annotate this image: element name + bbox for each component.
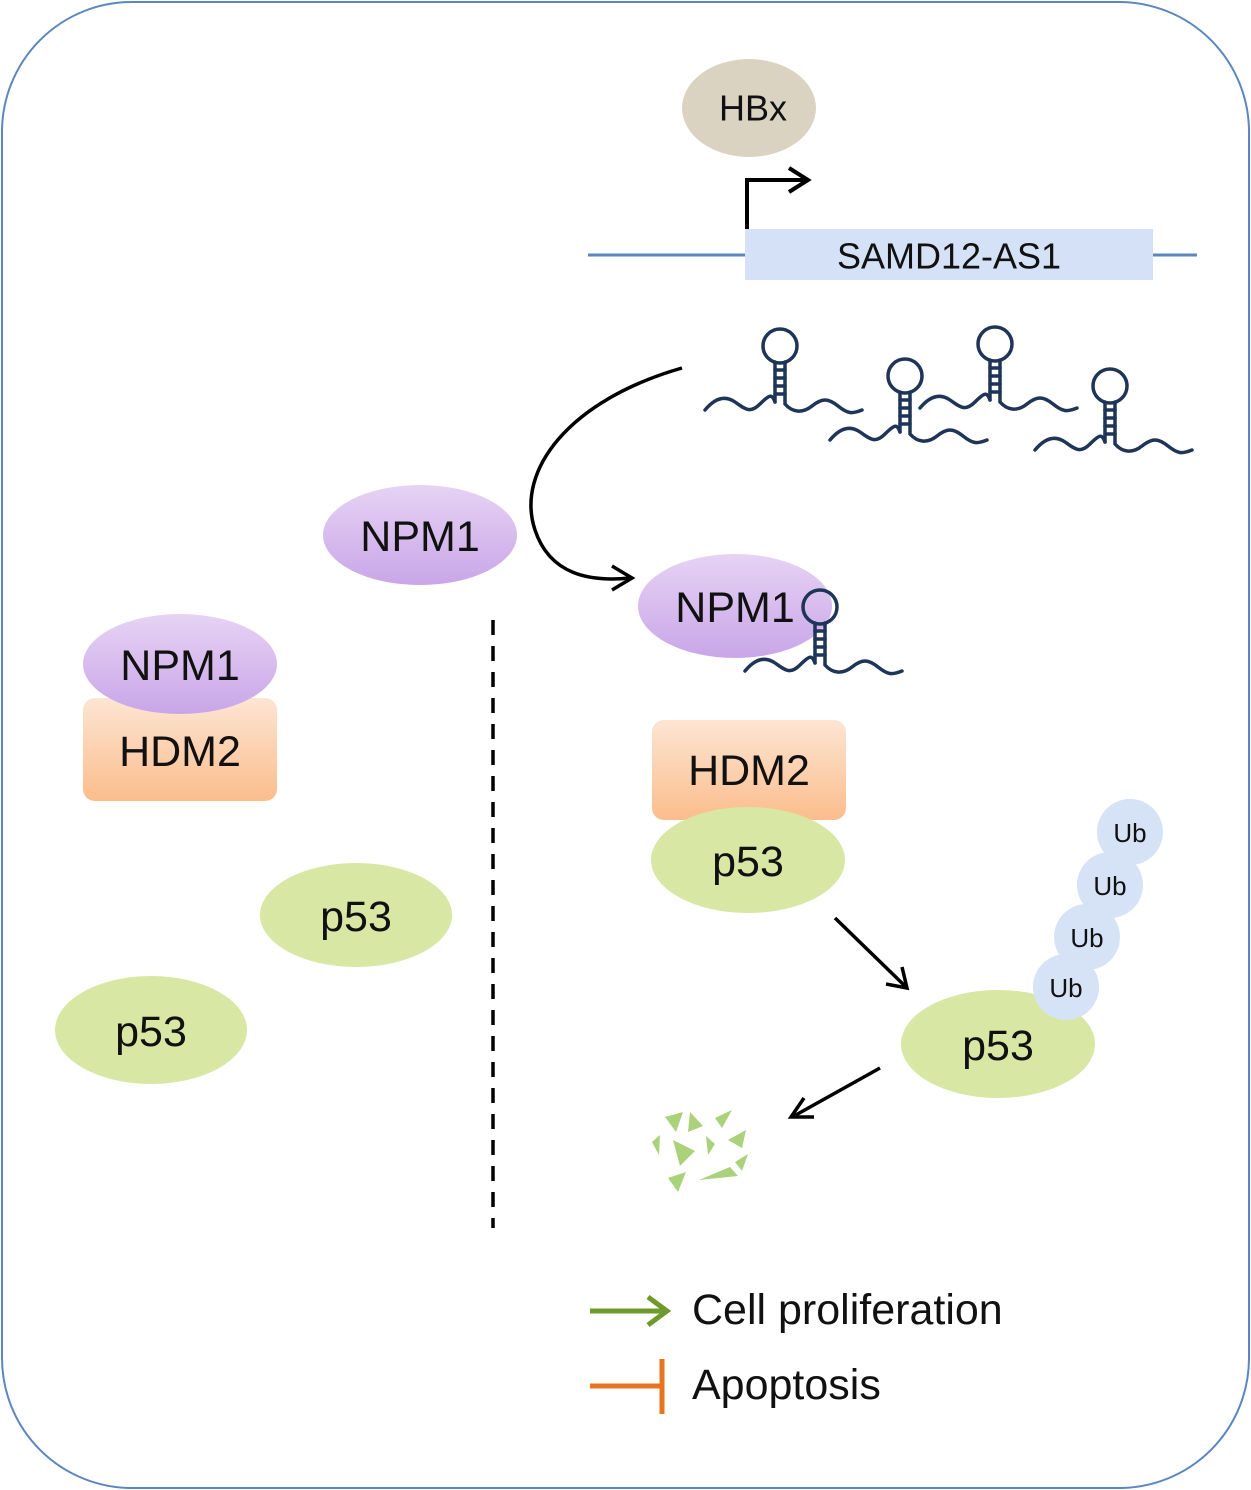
ub-4-label: Ub	[1049, 973, 1082, 1003]
legend-apoptosis-label: Apoptosis	[692, 1361, 881, 1409]
p53-free-2: p53	[55, 976, 247, 1084]
binding-arrow	[529, 366, 683, 592]
legend-proliferation-label: Cell proliferation	[692, 1286, 1003, 1334]
ubiquitin-3: Ub	[1054, 904, 1120, 970]
npm1-bound-label: NPM1	[675, 584, 794, 632]
lncrna-transcripts	[703, 325, 1194, 455]
lncrna-hairpin-2	[828, 357, 989, 445]
legend: Cell proliferation Apoptosis	[590, 1286, 1003, 1414]
degradation-arrow	[787, 1066, 881, 1119]
p53-free-1: p53	[260, 863, 452, 967]
ubiquitin-4: Ub	[1033, 954, 1099, 1020]
npm1-free: NPM1	[323, 485, 517, 585]
gene-label: SAMD12-AS1	[837, 236, 1061, 277]
hbx-protein: HBx	[682, 59, 816, 157]
hdm2-p53-complex: HDM2 p53	[651, 720, 846, 913]
npm1-complex-label: NPM1	[120, 642, 239, 690]
p53-ubiquitinated-label: p53	[962, 1022, 1034, 1070]
ub-1-label: Ub	[1113, 818, 1146, 848]
npm1-hdm2-complex: HDM2 NPM1	[83, 614, 277, 801]
p53-free-1-label: p53	[320, 893, 392, 941]
lncrna-hairpin-1	[703, 327, 864, 415]
hdm2-complex-label: HDM2	[119, 728, 241, 776]
p53-free-2-label: p53	[115, 1008, 187, 1056]
ubiquitin-2: Ub	[1077, 852, 1143, 918]
p53-ubiquitinated: p53	[901, 990, 1095, 1098]
p53-bound-label: p53	[712, 838, 784, 886]
ubiquitin-1: Ub	[1097, 799, 1163, 865]
legend-apoptosis: Apoptosis	[590, 1359, 881, 1414]
proliferation-arrow-icon	[590, 1294, 672, 1328]
legend-proliferation: Cell proliferation	[590, 1286, 1003, 1334]
npm1-rna-complex: NPM1	[638, 554, 904, 676]
ubiquitination-arrow	[833, 916, 910, 991]
hbx-label: HBx	[719, 88, 787, 129]
lncrna-hairpin-3	[918, 325, 1079, 413]
samd12-as1-gene: SAMD12-AS1	[745, 229, 1153, 280]
degraded-p53-fragments	[652, 1110, 748, 1192]
npm1-free-label: NPM1	[360, 513, 479, 561]
ub-3-label: Ub	[1070, 923, 1103, 953]
transcription-start-arrow	[745, 166, 812, 229]
ub-2-label: Ub	[1093, 871, 1126, 901]
ubiquitin-chain: Ub Ub Ub Ub	[1033, 799, 1163, 1020]
apoptosis-inhibition-icon	[590, 1359, 665, 1414]
lncrna-hairpin-4	[1033, 367, 1194, 455]
hdm2-right-label: HDM2	[688, 747, 810, 795]
